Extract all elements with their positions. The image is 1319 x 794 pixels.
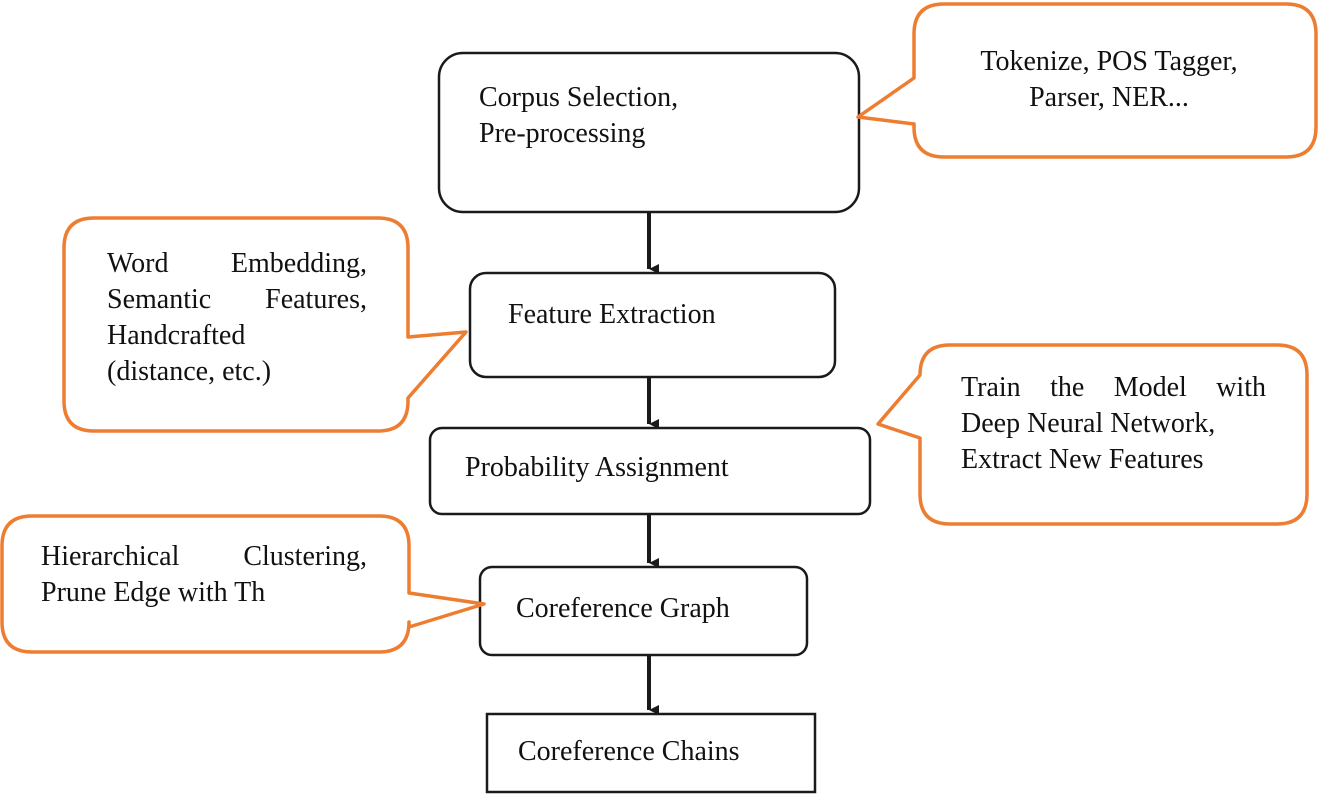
callout-preprocessing-tools — [856, 2, 1318, 159]
callout-model-training — [876, 343, 1309, 526]
callout-line: Semantic Features, — [107, 284, 367, 315]
callout-graph-pruning — [0, 514, 486, 654]
callout-line: Word Embedding, — [107, 248, 367, 279]
callout-line: Deep Neural Network, — [961, 408, 1216, 439]
step-label-line: Pre-processing — [479, 118, 646, 149]
callout-line: Tokenize, POS Tagger, — [980, 46, 1238, 77]
step-box-coreference-chains — [485, 712, 817, 794]
step-label-feature-extraction: Feature Extraction — [508, 299, 716, 330]
callout-feature-types — [62, 216, 468, 433]
step-box-corpus-selection — [437, 51, 861, 214]
callout-line: Prune Edge with Th — [41, 577, 266, 608]
step-label-coreference-graph: Coreference Graph — [516, 593, 730, 624]
callout-text-model-training: Train the Model with Deep Neural Network… — [961, 370, 1266, 478]
callout-line: Extract New Features — [961, 444, 1204, 475]
step-box-coreference-graph — [478, 565, 809, 657]
callout-line: (distance, etc.) — [107, 356, 272, 387]
callout-text-preprocessing-tools: Tokenize, POS Tagger, Parser, NER... — [944, 44, 1274, 116]
callout-line: Hierarchical Clustering, — [41, 541, 367, 572]
step-label-coreference-chains: Coreference Chains — [518, 736, 740, 767]
callout-text-graph-pruning: Hierarchical Clustering, Prune Edge with… — [41, 539, 367, 611]
step-label-line: Corpus Selection, — [479, 82, 679, 113]
step-label-corpus-selection: Corpus Selection, Pre-processing — [479, 80, 678, 152]
callout-line: Train the Model with — [961, 372, 1266, 403]
step-label-probability-assignment: Probability Assignment — [465, 452, 729, 483]
callout-line: Parser, NER... — [1029, 82, 1189, 113]
callout-line: Handcrafted — [107, 320, 246, 351]
callout-text-feature-types: Word Embedding, Semantic Features, Handc… — [107, 246, 367, 390]
